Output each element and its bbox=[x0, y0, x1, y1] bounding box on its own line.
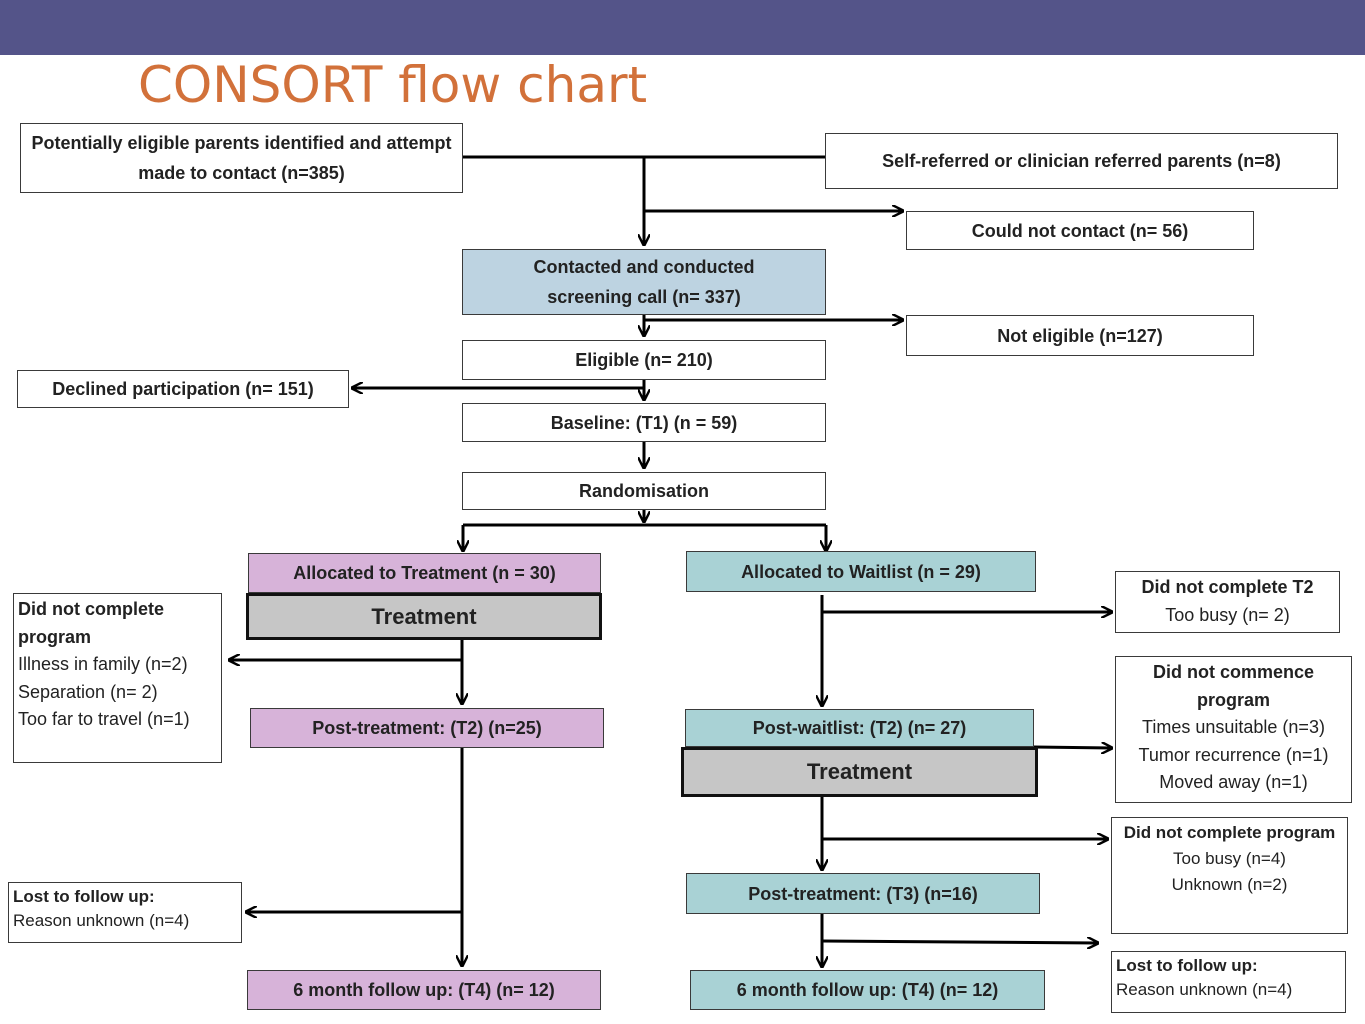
right-commence-heading: Did not commence program bbox=[1152, 662, 1315, 710]
right-lost-heading: Lost to follow up: bbox=[1116, 956, 1258, 975]
right-t2-note: Did not complete T2 Too busy (n= 2) bbox=[1115, 571, 1340, 633]
right-dropout-reason: Unknown (n=2) bbox=[1171, 875, 1288, 894]
screening-label: Contacted and conducted screening call (… bbox=[533, 257, 755, 307]
header-bar bbox=[0, 0, 1365, 55]
right-commence-note: Did not commence program Times unsuitabl… bbox=[1115, 656, 1352, 803]
identified-box: Potentially eligible parents identified … bbox=[20, 123, 463, 193]
right-dropout-heading: Did not complete program bbox=[1123, 823, 1336, 842]
right-commence-reason: Tumor recurrence (n=1) bbox=[1138, 744, 1329, 765]
right-t2-heading: Did not complete T2 bbox=[1141, 577, 1314, 597]
right-dropout-note: Did not complete program Too busy (n=4) … bbox=[1111, 817, 1348, 934]
right-dropout-reason: Too busy (n=4) bbox=[1173, 849, 1286, 868]
followup-right-label: 6 month follow up: (T4) (n= 12) bbox=[736, 980, 999, 1000]
left-dropout-note: Did not complete program Illness in fami… bbox=[13, 593, 222, 763]
right-commence-reason: Moved away (n=1) bbox=[1159, 772, 1308, 792]
not-eligible-box: Not eligible (n=127) bbox=[906, 315, 1254, 356]
treatment-phase-right: Treatment bbox=[681, 747, 1038, 797]
left-lost-heading: Lost to follow up: bbox=[13, 887, 155, 906]
baseline-box: Baseline: (T1) (n = 59) bbox=[462, 403, 826, 442]
self-referred-label: Self-referred or clinician referred pare… bbox=[882, 151, 1281, 171]
not-eligible-label: Not eligible (n=127) bbox=[997, 325, 1163, 346]
baseline-label: Baseline: (T1) (n = 59) bbox=[550, 412, 738, 433]
could-not-contact-box: Could not contact (n= 56) bbox=[906, 211, 1254, 250]
treatment-phase-right-label: Treatment bbox=[806, 759, 913, 784]
identified-label: Potentially eligible parents identified … bbox=[31, 133, 452, 183]
followup-right-box: 6 month follow up: (T4) (n= 12) bbox=[690, 970, 1045, 1010]
post-treatment-t2-box: Post-treatment: (T2) (n=25) bbox=[250, 708, 604, 748]
post-waitlist-t2-label: Post-waitlist: (T2) (n= 27) bbox=[752, 718, 967, 738]
right-lost-reason: Reason unknown (n=4) bbox=[1116, 980, 1293, 999]
left-dropout-reason: Separation (n= 2) bbox=[18, 681, 158, 702]
post-waitlist-t2-box: Post-waitlist: (T2) (n= 27) bbox=[685, 709, 1034, 747]
followup-left-box: 6 month follow up: (T4) (n= 12) bbox=[247, 970, 601, 1010]
allocated-treatment-box: Allocated to Treatment (n = 30) bbox=[248, 553, 601, 593]
left-lost-note: Lost to follow up: Reason unknown (n=4) bbox=[8, 882, 242, 943]
connector-right-lost bbox=[821, 941, 1098, 943]
left-dropout-reason: Too far to travel (n=1) bbox=[18, 709, 190, 729]
declined-label: Declined participation (n= 151) bbox=[52, 379, 314, 399]
treatment-phase-left: Treatment bbox=[246, 593, 602, 640]
post-treatment-t2-label: Post-treatment: (T2) (n=25) bbox=[312, 718, 542, 738]
right-t2-reason: Too busy (n= 2) bbox=[1165, 604, 1290, 625]
left-lost-reason: Reason unknown (n=4) bbox=[13, 911, 190, 930]
right-commence-reason: Times unsuitable (n=3) bbox=[1142, 717, 1325, 737]
self-referred-box: Self-referred or clinician referred pare… bbox=[825, 133, 1338, 189]
allocated-waitlist-box: Allocated to Waitlist (n = 29) bbox=[686, 551, 1036, 592]
post-treatment-t3-label: Post-treatment: (T3) (n=16) bbox=[748, 883, 978, 904]
allocated-treatment-label: Allocated to Treatment (n = 30) bbox=[293, 563, 556, 583]
right-lost-note: Lost to follow up: Reason unknown (n=4) bbox=[1111, 951, 1346, 1013]
connector-right-commence bbox=[1033, 747, 1112, 748]
eligible-label: Eligible (n= 210) bbox=[575, 350, 713, 370]
eligible-box: Eligible (n= 210) bbox=[462, 340, 826, 380]
treatment-phase-left-label: Treatment bbox=[371, 603, 477, 629]
left-dropout-reason: Illness in family (n=2) bbox=[18, 654, 188, 674]
randomisation-box: Randomisation bbox=[462, 472, 826, 510]
left-dropout-heading: Did not complete program bbox=[18, 599, 165, 647]
allocated-waitlist-label: Allocated to Waitlist (n = 29) bbox=[741, 561, 981, 582]
could-not-contact-label: Could not contact (n= 56) bbox=[971, 220, 1189, 241]
post-treatment-t3-box: Post-treatment: (T3) (n=16) bbox=[686, 873, 1040, 914]
randomisation-label: Randomisation bbox=[578, 481, 709, 501]
page-title: CONSORT flow chart bbox=[138, 56, 648, 114]
screening-box: Contacted and conducted screening call (… bbox=[462, 249, 826, 315]
declined-box: Declined participation (n= 151) bbox=[17, 370, 349, 408]
followup-left-label: 6 month follow up: (T4) (n= 12) bbox=[293, 980, 555, 1000]
